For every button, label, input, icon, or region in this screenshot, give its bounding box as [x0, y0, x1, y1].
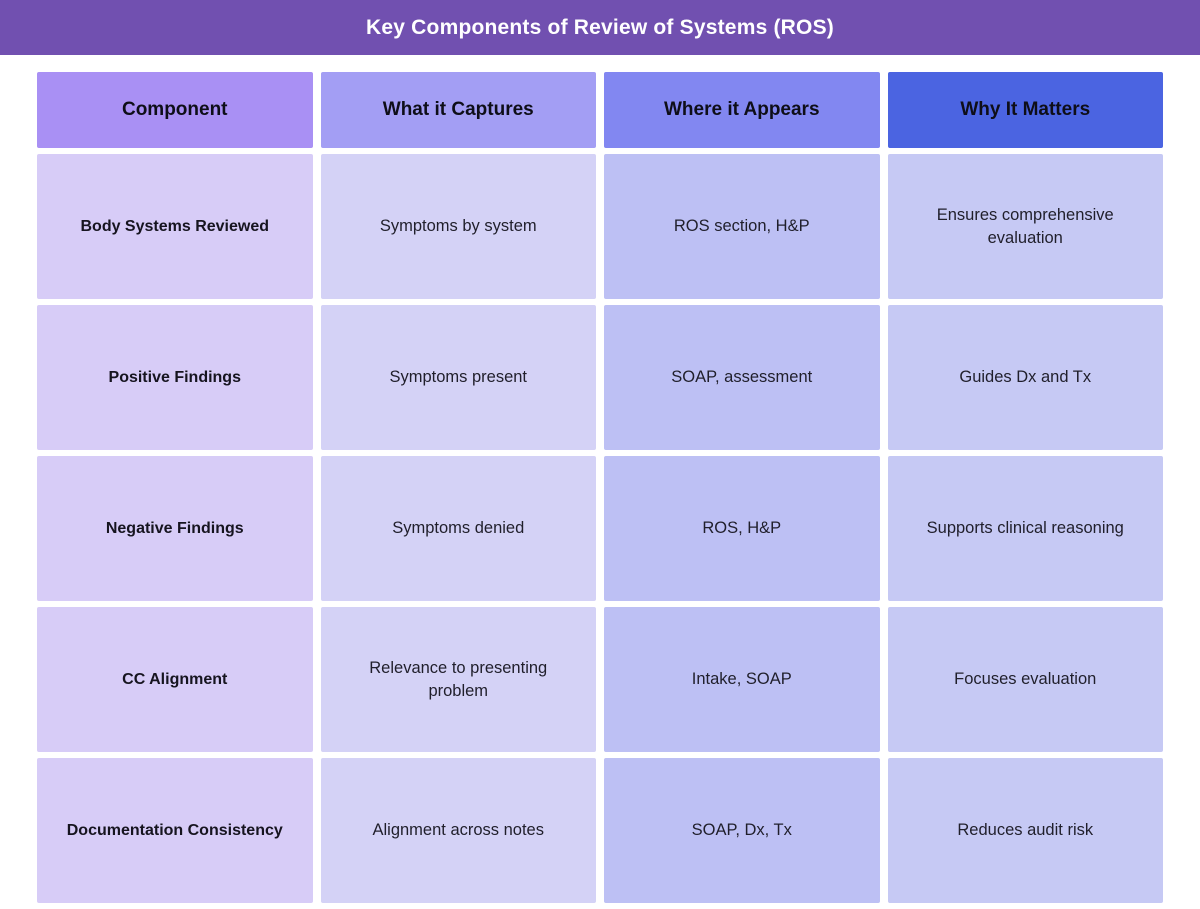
cell-row5-matters: Reduces audit risk — [887, 758, 1163, 903]
ros-table: Component What it Captures Where it Appe… — [37, 72, 1163, 903]
column-header-component: Component — [37, 72, 313, 148]
cell-row1-matters: Ensures comprehensive evaluation — [887, 154, 1163, 299]
cell-row5-captures: Alignment across notes — [320, 758, 596, 903]
column-header-matters: Why It Matters — [887, 72, 1163, 148]
cell-row2-captures: Symptoms present — [320, 305, 596, 450]
cell-row3-captures: Symptoms denied — [320, 456, 596, 601]
title-bar: Key Components of Review of Systems (ROS… — [0, 0, 1200, 55]
column-header-captures: What it Captures — [320, 72, 596, 148]
page-title: Key Components of Review of Systems (ROS… — [366, 15, 834, 39]
cell-row4-captures: Relevance to presenting problem — [320, 607, 596, 752]
cell-row5-appears: SOAP, Dx, Tx — [604, 758, 880, 903]
cell-row5-component: Documentation Consistency — [37, 758, 313, 903]
cell-row1-captures: Symptoms by system — [320, 154, 596, 299]
cell-row3-component: Negative Findings — [37, 456, 313, 601]
cell-row1-component: Body Systems Reviewed — [37, 154, 313, 299]
cell-row3-matters: Supports clinical reasoning — [887, 456, 1163, 601]
cell-row2-appears: SOAP, assessment — [604, 305, 880, 450]
cell-row4-component: CC Alignment — [37, 607, 313, 752]
cell-row2-matters: Guides Dx and Tx — [887, 305, 1163, 450]
cell-row4-appears: Intake, SOAP — [604, 607, 880, 752]
cell-row1-appears: ROS section, H&P — [604, 154, 880, 299]
cell-row2-component: Positive Findings — [37, 305, 313, 450]
column-header-appears: Where it Appears — [604, 72, 880, 148]
cell-row4-matters: Focuses evaluation — [887, 607, 1163, 752]
cell-row3-appears: ROS, H&P — [604, 456, 880, 601]
